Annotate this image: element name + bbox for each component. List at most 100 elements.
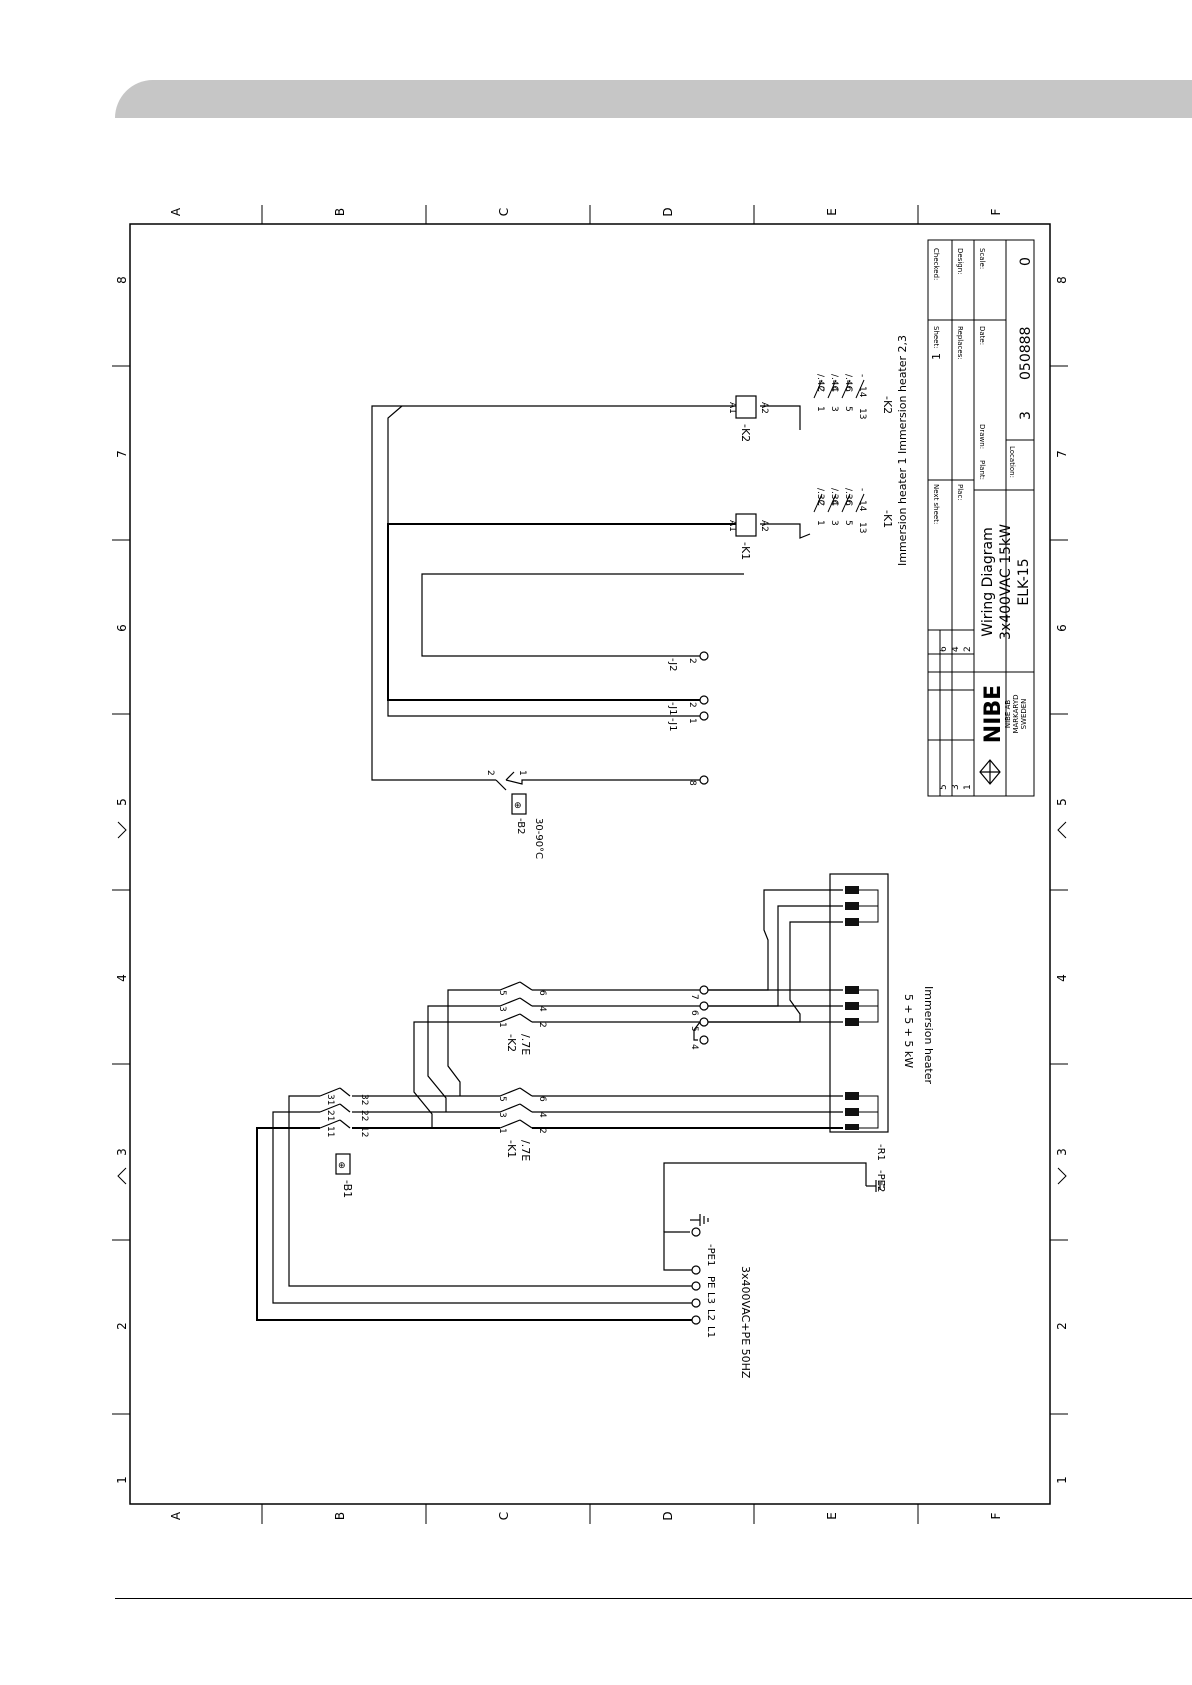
header-band [115,80,1192,118]
svg-text:-B2: -B2 [515,818,526,834]
row-label: 8 [115,276,129,284]
nibe-logo-icon [979,759,1001,785]
k2-main-label: -K2 [505,1034,518,1052]
col-label: B [333,1512,347,1520]
col-label: C [497,1512,511,1520]
col-label: D [661,1511,675,1520]
row-label: 4 [115,974,129,982]
svg-text:1: 1 [930,353,943,360]
pe2-label: -PE2 [875,1170,886,1192]
row-label: 5 [1055,798,1069,806]
svg-text:5: 5 [843,520,853,526]
col-label: E [825,1512,839,1520]
immersion-heater-box [829,873,889,1133]
b2-thermostat [495,771,515,791]
contact-list-symbols [813,379,865,513]
svg-text:Sheet:: Sheet: [932,326,940,349]
svg-text:13: 13 [857,522,867,533]
b1-contacts [319,1087,351,1129]
supply-terminals [691,1227,701,1325]
svg-text:Plant:: Plant: [978,460,986,480]
pe1-label: -PE1 [705,1244,716,1266]
svg-text:2: 2 [815,386,825,392]
svg-text:3: 3 [1018,411,1034,420]
svg-text:-K1: -K1 [739,542,752,560]
row-label: 7 [115,450,129,458]
terminal-label: PE [705,1276,716,1288]
svg-text:4: 4 [829,500,839,506]
svg-text:1: 1 [815,406,825,412]
svg-text:12: 12 [359,1126,369,1137]
svg-text:5: 5 [497,990,507,996]
svg-text:6: 6 [537,990,547,996]
row-label: 6 [1055,624,1069,632]
heater-power: 5 + 5 + 5 kW [902,994,915,1068]
svg-text:-K2: -K2 [739,424,752,442]
k1-main-label: -K1 [505,1140,518,1158]
svg-text:A2: A2 [759,520,769,532]
jumper-labels: -J1 -J1 -J2 1 2 2 [667,658,697,731]
svg-text:6: 6 [689,1010,699,1016]
bottom-rule [115,1598,1192,1599]
svg-text:8: 8 [687,780,697,786]
svg-text:Checked:: Checked: [932,248,940,280]
svg-text:Next sheet:: Next sheet: [932,484,940,524]
svg-text:-K2: -K2 [881,396,894,414]
svg-text:1: 1 [497,1128,507,1134]
svg-text:/.3C: /.3C [843,488,853,506]
svg-text:-J1: -J1 [667,718,678,731]
svg-text:14: 14 [857,500,867,512]
row-label: 6 [115,624,129,632]
svg-text:Scale:: Scale: [978,248,986,269]
row-labels-left: 8 7 6 5 4 3 2 1 [115,276,129,1484]
svg-text:/.3C: /.3C [815,488,825,506]
svg-text:2: 2 [963,646,973,652]
svg-text:A1: A1 [727,520,737,532]
svg-text:7: 7 [689,994,699,1000]
terminal-label: L1 [705,1326,716,1338]
col-label: D [661,207,675,216]
row-label: 2 [1055,1322,1069,1330]
svg-text:MARKARYD: MARKARYD [1012,694,1020,733]
title-block-labels: Checked: Design: Scale: Sheet: Replaces:… [932,248,1016,524]
k2-main-labels: 1 2 3 4 5 6 -K2 /.7E [497,990,547,1055]
svg-text:2: 2 [815,500,825,506]
power-wires [256,889,867,1321]
svg-text:/.4C: /.4C [829,374,839,392]
col-label: F [989,1512,1003,1519]
k2-main-contacts [499,981,533,1023]
svg-text:6: 6 [843,386,853,392]
svg-text:1: 1 [963,784,973,790]
col-label: C [497,208,511,216]
svg-text:6: 6 [843,500,853,506]
row-labels-right: 8 7 6 5 4 3 2 1 [1055,276,1069,1484]
svg-text:/.4C: /.4C [843,374,853,392]
supply-labels: L1 L2 L3 PE -PE1 3x400VAC+PE 50HZ -PE2 -… [705,1144,886,1379]
row-label: 5 [115,798,129,806]
k1-main-ref: /.7E [519,1140,532,1161]
fold-marks [117,821,1067,1185]
svg-text:22: 22 [359,1110,369,1121]
row-label: 3 [1055,1148,1069,1156]
svg-text:5: 5 [843,406,853,412]
svg-text:NIBE AB: NIBE AB [1004,700,1012,729]
svg-text:4: 4 [951,646,961,652]
svg-text:-J2: -J2 [667,658,678,671]
row-label: 7 [1055,450,1069,458]
svg-text:5: 5 [497,1096,507,1102]
drawing-title: Wiring Diagram [980,527,996,636]
svg-text:Plac:: Plac: [956,484,964,501]
row-dividers [112,365,1068,1415]
svg-text:4: 4 [689,1044,699,1050]
svg-text:4: 4 [829,386,839,392]
heater-links [859,889,879,1129]
svg-text:-: - [857,374,867,377]
col-label: B [333,208,347,216]
svg-text:5: 5 [939,784,949,790]
row-label: 1 [115,1476,129,1484]
title-block-values: 1 0 050888 3 Wiring Diagram 3x400VAC 15k… [930,257,1034,790]
svg-text:1: 1 [687,718,697,724]
svg-text:Replaces:: Replaces: [956,326,964,360]
b2-labels: -B2 30-90°C 1 2 8 [485,770,697,859]
svg-text:2: 2 [537,1128,547,1134]
